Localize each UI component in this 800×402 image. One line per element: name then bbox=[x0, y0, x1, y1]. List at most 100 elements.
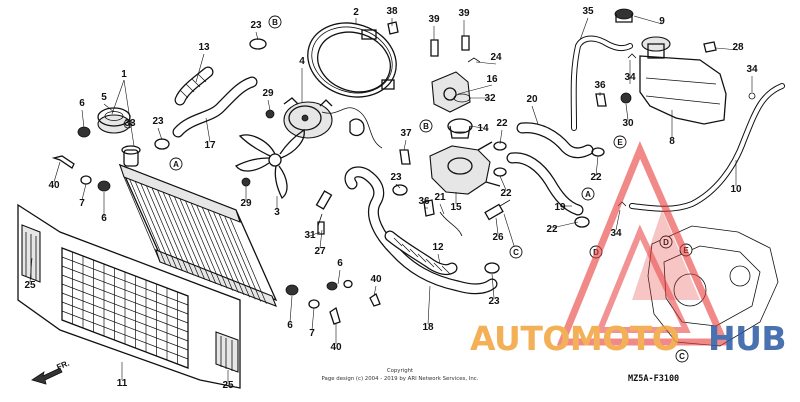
callout-c23c[interactable]: 23 bbox=[390, 172, 402, 183]
callout-c4[interactable]: 4 bbox=[299, 56, 305, 67]
callout-c23d[interactable]: 23 bbox=[488, 296, 500, 307]
callout-c7b[interactable]: 7 bbox=[309, 328, 315, 339]
hose-clamp-23a[interactable] bbox=[249, 38, 267, 50]
grommet-6c[interactable] bbox=[285, 284, 299, 296]
callout-c23a[interactable]: 23 bbox=[250, 20, 262, 31]
callout-c22c[interactable]: 22 bbox=[590, 172, 602, 183]
o-ring-33[interactable] bbox=[123, 119, 133, 129]
callout-c10[interactable]: 10 bbox=[730, 184, 742, 195]
hose-clamp-22c[interactable] bbox=[591, 147, 605, 157]
callout-c11[interactable]: 11 bbox=[117, 378, 128, 389]
callout-c22b[interactable]: 22 bbox=[500, 188, 512, 199]
callout-c34a[interactable]: 34 bbox=[624, 72, 636, 83]
hose-18[interactable] bbox=[344, 166, 498, 295]
grommet-6a[interactable] bbox=[77, 126, 91, 138]
clip-34b[interactable] bbox=[748, 92, 756, 100]
callout-c40c[interactable]: 40 bbox=[330, 342, 342, 353]
callout-c13[interactable]: 13 bbox=[198, 42, 210, 53]
grommet-6b[interactable] bbox=[97, 180, 111, 192]
hose-19[interactable] bbox=[506, 152, 584, 216]
radiator-1[interactable] bbox=[118, 145, 278, 307]
grommet-30[interactable] bbox=[620, 92, 632, 104]
callout-c6d[interactable]: 6 bbox=[337, 258, 343, 269]
callout-c5[interactable]: 5 bbox=[101, 92, 107, 103]
reserve-tank-8[interactable] bbox=[639, 36, 727, 125]
callout-c2[interactable]: 2 bbox=[353, 7, 359, 18]
callout-c7a[interactable]: 7 bbox=[79, 198, 85, 209]
siphon-tube-35[interactable] bbox=[570, 35, 633, 131]
washer-29a[interactable] bbox=[265, 109, 275, 119]
callout-c21[interactable]: 21 bbox=[434, 192, 446, 203]
callout-c39a[interactable]: 39 bbox=[428, 14, 440, 25]
callout-c19[interactable]: 19 bbox=[554, 202, 566, 213]
hose-13[interactable] bbox=[174, 66, 214, 106]
clip-34a[interactable] bbox=[627, 53, 637, 59]
thermostat-cover-16[interactable] bbox=[431, 71, 471, 113]
bolt-38[interactable] bbox=[387, 21, 399, 35]
callout-c30[interactable]: 30 bbox=[622, 118, 634, 129]
bolt-40a[interactable] bbox=[51, 155, 75, 169]
callout-c25b[interactable]: 25 bbox=[222, 380, 234, 391]
bolt-28[interactable] bbox=[703, 41, 717, 53]
hose-clamp-23c[interactable] bbox=[392, 184, 408, 196]
thermo-sensor-26[interactable] bbox=[484, 199, 511, 221]
callout-c29b[interactable]: 29 bbox=[240, 198, 252, 209]
callout-c37[interactable]: 37 bbox=[400, 128, 412, 139]
thermostat-housing-15[interactable] bbox=[429, 141, 501, 195]
grommet-6d[interactable] bbox=[326, 281, 338, 291]
cushion-pad-25-right[interactable] bbox=[215, 331, 239, 373]
callout-c36a[interactable]: 36 bbox=[594, 80, 606, 91]
callout-c22d[interactable]: 22 bbox=[546, 224, 558, 235]
bolt-36a[interactable] bbox=[595, 93, 607, 107]
callout-c9[interactable]: 9 bbox=[659, 16, 665, 27]
callout-c24[interactable]: 24 bbox=[490, 52, 502, 63]
callout-c12[interactable]: 12 bbox=[432, 242, 444, 253]
washer-29b[interactable] bbox=[241, 177, 251, 187]
hose-17[interactable] bbox=[172, 76, 258, 138]
bolt-37[interactable] bbox=[399, 149, 411, 165]
callout-c3[interactable]: 3 bbox=[274, 207, 280, 218]
callout-c35[interactable]: 35 bbox=[582, 6, 594, 17]
callout-c22a[interactable]: 22 bbox=[496, 118, 508, 129]
callout-c6b[interactable]: 6 bbox=[101, 213, 107, 224]
callout-c40b[interactable]: 40 bbox=[370, 274, 382, 285]
callout-c31[interactable]: 31 bbox=[304, 230, 316, 241]
callout-c14[interactable]: 14 bbox=[477, 123, 489, 134]
callout-c15[interactable]: 15 bbox=[450, 202, 462, 213]
bolt-39a[interactable] bbox=[430, 39, 439, 57]
hose-clamp-23b[interactable] bbox=[154, 138, 170, 150]
hose-clamp-22d[interactable] bbox=[574, 216, 590, 228]
callout-c16[interactable]: 16 bbox=[486, 74, 498, 85]
callout-c17[interactable]: 17 bbox=[204, 140, 216, 151]
callout-c38[interactable]: 38 bbox=[386, 6, 398, 17]
callout-c39b[interactable]: 39 bbox=[458, 8, 470, 19]
callout-c8[interactable]: 8 bbox=[669, 136, 675, 147]
fan-motor-4[interactable] bbox=[283, 97, 383, 149]
callout-c34c[interactable]: 34 bbox=[610, 228, 622, 239]
callout-c32[interactable]: 32 bbox=[484, 93, 496, 104]
callout-c18[interactable]: 18 bbox=[422, 322, 434, 333]
sensor-21[interactable] bbox=[439, 211, 463, 237]
bolt-31[interactable] bbox=[317, 221, 325, 235]
callout-c27[interactable]: 27 bbox=[314, 246, 326, 257]
callout-c25a[interactable]: 25 bbox=[24, 280, 36, 291]
fan-shroud-2[interactable] bbox=[298, 12, 406, 108]
callout-c6a[interactable]: 6 bbox=[79, 98, 85, 109]
callout-c33[interactable]: 33 bbox=[124, 118, 136, 129]
callout-c20[interactable]: 20 bbox=[526, 94, 538, 105]
bolt-36b[interactable] bbox=[423, 199, 435, 217]
cooling-fan-3[interactable] bbox=[235, 128, 305, 199]
thermostat-14[interactable] bbox=[447, 118, 473, 139]
radiator-grille-11[interactable] bbox=[17, 203, 241, 389]
callout-c6c[interactable]: 6 bbox=[287, 320, 293, 331]
bolt-40b[interactable] bbox=[369, 293, 381, 307]
callout-c29a[interactable]: 29 bbox=[262, 88, 274, 99]
callout-c34b[interactable]: 34 bbox=[746, 64, 758, 75]
hose-20[interactable] bbox=[516, 122, 594, 159]
callout-c28[interactable]: 28 bbox=[732, 42, 744, 53]
callout-c1[interactable]: 1 bbox=[121, 69, 127, 80]
callout-c26[interactable]: 26 bbox=[492, 232, 504, 243]
callout-c36b[interactable]: 36 bbox=[418, 196, 430, 207]
cushion-pad-25-left[interactable] bbox=[21, 224, 41, 283]
thermo-sensor-27[interactable] bbox=[315, 190, 333, 227]
